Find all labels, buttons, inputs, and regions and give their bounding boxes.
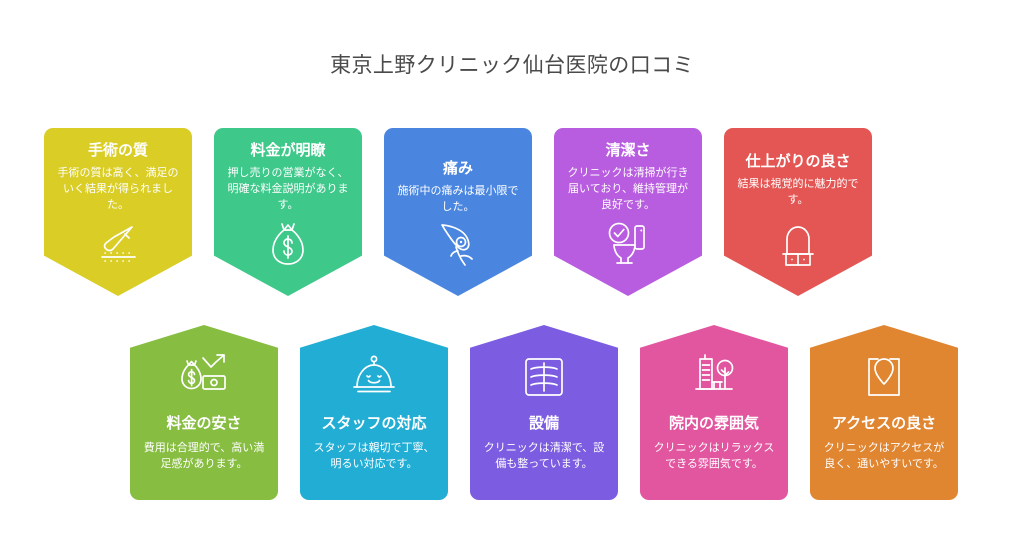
card-body: スタッフは親切で丁寧、明るい対応です。 <box>313 441 435 470</box>
card-heading: 料金が明瞭 <box>250 142 326 159</box>
card-heading: スタッフの対応 <box>321 415 427 432</box>
card-clinic-atmosphere[interactable]: 院内の雰囲気 クリニックはリラックスできる雰囲気です。 <box>640 325 788 500</box>
card-body: クリニックは清掃が行き届いており、維持管理が良好です。 <box>567 166 689 211</box>
card-equipment[interactable]: 設備 クリニックは清潔で、設備も整っています。 <box>470 325 618 500</box>
card-transparent-pricing[interactable]: 料金が明瞭 押し売りの営業がなく、明確な料金説明があります。 <box>214 128 362 296</box>
card-body: 手術の質は高く、満足のいく結果が得られました。 <box>57 166 179 211</box>
arch-bag-icon <box>772 218 824 270</box>
card-heading: アクセスの良さ <box>831 415 937 432</box>
card-heading: 手術の質 <box>87 142 148 159</box>
card-cleanliness[interactable]: 清潔さ クリニックは清掃が行き届いており、維持管理が良好です。 <box>554 128 702 296</box>
card-body: 施術中の痛みは最小限でした。 <box>397 184 519 213</box>
card-finish-quality[interactable]: 仕上がりの良さ 結果は視覚的に魅力的です。 <box>724 128 872 296</box>
card-heading: 仕上がりの良さ <box>745 153 851 170</box>
card-heading: 痛み <box>442 160 473 177</box>
feather-icon <box>432 218 484 270</box>
map-pin-icon <box>858 351 910 403</box>
card-surgery-quality[interactable]: 手術の質 手術の質は高く、満足のいく結果が得られました。 <box>44 128 192 296</box>
card-body: クリニックはアクセスが良く、通いやすいです。 <box>823 441 945 470</box>
scalpel-icon <box>92 218 144 270</box>
card-pain[interactable]: 痛み 施術中の痛みは最小限でした。 <box>384 128 532 296</box>
card-heading: 清潔さ <box>605 142 651 159</box>
card-heading: 院内の雰囲気 <box>668 415 759 432</box>
page-title: 東京上野クリニック仙台医院の口コミ <box>330 54 694 77</box>
building-tree-icon <box>688 351 740 403</box>
card-heading: 設備 <box>528 415 559 432</box>
card-affordable-price[interactable]: 料金の安さ 費用は合理的で、高い満足感があります。 <box>130 325 278 500</box>
smiling-dome-icon <box>348 351 400 403</box>
card-staff-response[interactable]: スタッフの対応 スタッフは親切で丁寧、明るい対応です。 <box>300 325 448 500</box>
card-body: クリニックはリラックスできる雰囲気です。 <box>653 441 775 470</box>
equipment-frame-icon <box>518 351 570 403</box>
card-body: クリニックは清潔で、設備も整っています。 <box>483 441 605 470</box>
toilet-check-icon <box>602 218 654 270</box>
money-bag-icon <box>262 218 314 270</box>
card-access[interactable]: アクセスの良さ クリニックはアクセスが良く、通いやすいです。 <box>810 325 958 500</box>
money-growth-icon <box>178 351 230 403</box>
card-body: 費用は合理的で、高い満足感があります。 <box>143 441 265 470</box>
card-heading: 料金の安さ <box>166 415 242 432</box>
card-body: 押し売りの営業がなく、明確な料金説明があります。 <box>227 166 349 211</box>
card-body: 結果は視覚的に魅力的です。 <box>737 177 859 206</box>
